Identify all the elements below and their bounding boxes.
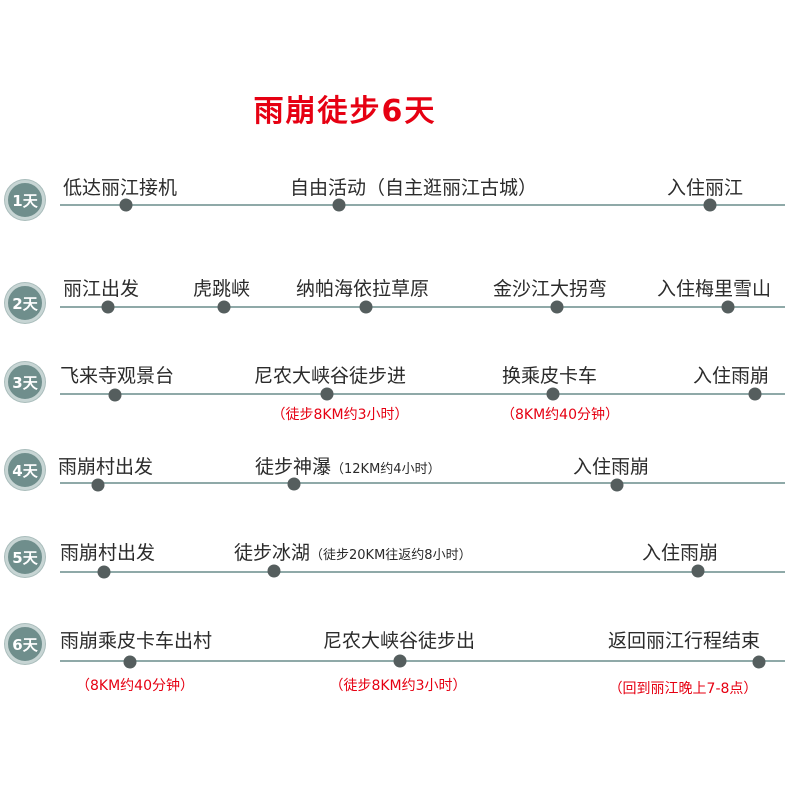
stop-dot-3-3 bbox=[546, 387, 560, 401]
stop-note-6-2: （徒步8KM约3小时） bbox=[329, 678, 467, 694]
stop-label-6-2: 尼农大峡谷徒步出 bbox=[323, 630, 476, 652]
stop-dot-4-1 bbox=[91, 478, 105, 492]
timeline-line-6 bbox=[60, 660, 785, 662]
stop-note-3-2: （徒步8KM约3小时） bbox=[271, 407, 409, 423]
stop-dot-1-2 bbox=[332, 198, 346, 212]
stop-dot-3-4 bbox=[748, 387, 762, 401]
stop-dot-4-2 bbox=[287, 477, 301, 491]
stop-label-3-3: 换乘皮卡车 bbox=[502, 365, 598, 387]
stop-dot-6-1 bbox=[123, 655, 137, 669]
stop-label-5-2: 徒步冰湖（徒步20KM往返约8小时） bbox=[234, 538, 472, 565]
stop-dot-2-5 bbox=[721, 300, 735, 314]
timeline-line-1 bbox=[60, 204, 785, 206]
page-title: 雨崩徒步6天 bbox=[253, 94, 437, 129]
stop-label-2-4: 金沙江大拐弯 bbox=[493, 278, 608, 300]
stop-label-4-2: 徒步神瀑（12KM约4小时） bbox=[255, 452, 441, 479]
stop-note-6-3: （回到丽江晚上7-8点） bbox=[608, 681, 758, 697]
day-row-2: 2天 丽江出发 虎跳峡 纳帕海依拉草原 金沙江大拐弯 入住梅里雪山 bbox=[0, 250, 800, 360]
stop-note-3-3: （8KM约40分钟） bbox=[501, 407, 619, 423]
stop-inline-note-5-2: （徒步20KM往返约8小时） bbox=[310, 548, 472, 563]
stop-label-2-5: 入住梅里雪山 bbox=[657, 278, 772, 300]
stop-label-1-3: 入住丽江 bbox=[667, 177, 744, 199]
stop-label-3-1: 飞来寺观景台 bbox=[60, 365, 175, 387]
stop-note-6-1: （8KM约40分钟） bbox=[76, 678, 194, 694]
stop-dot-1-1 bbox=[119, 198, 133, 212]
stop-dot-2-1 bbox=[101, 300, 115, 314]
stop-label-5-2-main: 徒步冰湖 bbox=[234, 542, 311, 564]
day-badge-1: 1天 bbox=[5, 180, 45, 220]
day-row-1: 1天 低达丽江接机 自由活动（自主逛丽江古城） 入住丽江 bbox=[0, 150, 800, 260]
stop-dot-2-4 bbox=[550, 300, 564, 314]
stop-dot-2-3 bbox=[359, 300, 373, 314]
stop-label-5-1: 雨崩村出发 bbox=[60, 542, 156, 564]
timeline-line-2 bbox=[60, 306, 785, 308]
day-badge-5: 5天 bbox=[5, 537, 45, 577]
stop-label-6-1: 雨崩乘皮卡车出村 bbox=[60, 630, 213, 652]
stop-label-3-2: 尼农大峡谷徒步进 bbox=[254, 365, 407, 387]
stop-dot-2-2 bbox=[217, 300, 231, 314]
stop-label-1-2: 自由活动（自主逛丽江古城） bbox=[290, 177, 538, 199]
day-badge-2: 2天 bbox=[5, 283, 45, 323]
stop-dot-4-3 bbox=[610, 478, 624, 492]
stop-label-4-3: 入住雨崩 bbox=[573, 456, 650, 478]
stop-label-2-1: 丽江出发 bbox=[63, 278, 140, 300]
day-badge-4: 4天 bbox=[5, 450, 45, 490]
timeline-line-4 bbox=[60, 482, 785, 484]
stop-label-4-1: 雨崩村出发 bbox=[58, 456, 154, 478]
day-badge-6: 6天 bbox=[5, 624, 45, 664]
stop-label-5-3: 入住雨崩 bbox=[642, 542, 719, 564]
timeline-line-3 bbox=[60, 393, 785, 395]
stop-inline-note-4-2: （12KM约4小时） bbox=[331, 462, 441, 477]
stop-dot-6-3 bbox=[752, 655, 766, 669]
day-row-6: 6天 雨崩乘皮卡车出村 （8KM约40分钟） 尼农大峡谷徒步出 （徒步8KM约3… bbox=[0, 600, 800, 710]
stop-label-4-2-main: 徒步神瀑 bbox=[255, 456, 332, 478]
stop-dot-5-3 bbox=[691, 564, 705, 578]
day-row-3: 3天 飞来寺观景台 尼农大峡谷徒步进 （徒步8KM约3小时） 换乘皮卡车 （8K… bbox=[0, 340, 800, 450]
stop-dot-3-1 bbox=[108, 388, 122, 402]
stop-dot-5-2 bbox=[267, 564, 281, 578]
stop-dot-3-2 bbox=[320, 387, 334, 401]
stop-label-1-1: 低达丽江接机 bbox=[63, 177, 178, 199]
stop-dot-6-2 bbox=[393, 654, 407, 668]
stop-label-6-3: 返回丽江行程结束 bbox=[608, 630, 761, 652]
day-row-4: 4天 雨崩村出发 徒步神瀑（12KM约4小时） 入住雨崩 bbox=[0, 430, 800, 540]
stop-label-2-3: 纳帕海依拉草原 bbox=[296, 278, 430, 300]
day-row-5: 5天 雨崩村出发 徒步冰湖（徒步20KM往返约8小时） 入住雨崩 bbox=[0, 515, 800, 625]
stop-dot-1-3 bbox=[703, 198, 717, 212]
stop-label-2-2: 虎跳峡 bbox=[193, 278, 251, 300]
stop-label-3-4: 入住雨崩 bbox=[693, 365, 770, 387]
stop-dot-5-1 bbox=[97, 565, 111, 579]
day-badge-3: 3天 bbox=[5, 362, 45, 402]
timeline-line-5 bbox=[60, 571, 785, 573]
